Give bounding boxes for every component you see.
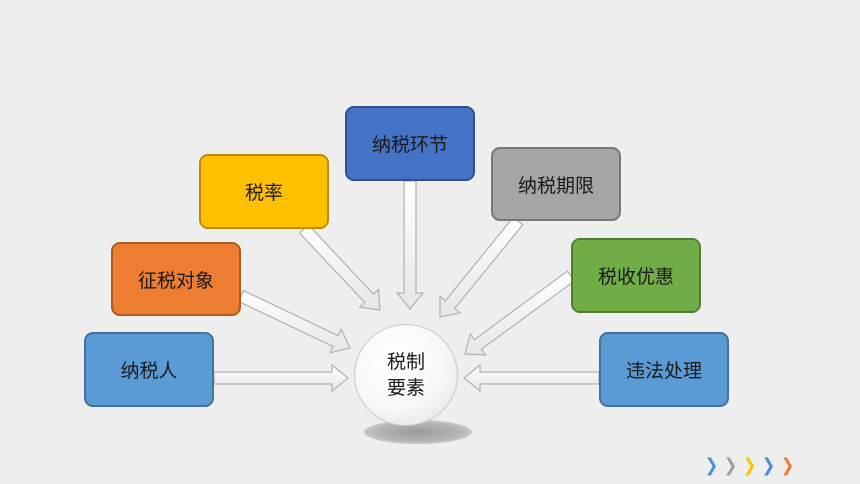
chevron-right-icon[interactable]: ❯ — [762, 455, 776, 476]
arrow-taxpayer — [213, 363, 349, 393]
arrow-tax-rate — [298, 224, 381, 311]
node-tax-deadline: 纳税期限 — [491, 147, 621, 221]
node-tax-object: 征税对象 — [111, 242, 241, 316]
node-tax-stage-label: 纳税环节 — [371, 134, 448, 156]
chevron-right-icon[interactable]: ❯ — [742, 455, 757, 476]
node-tax-stage: 纳税环节 — [345, 106, 475, 181]
node-tax-rate: 税率 — [199, 154, 329, 229]
node-tax-preference: 税收优惠 — [571, 238, 701, 313]
node-violation-handling: 违法处理 — [599, 332, 729, 407]
arrow-preference — [464, 270, 576, 356]
center-label-line1: 税制 — [386, 351, 425, 373]
node-taxpayer-label: 纳税人 — [120, 360, 178, 382]
arrow-tax-object — [237, 289, 351, 354]
arrow-violation — [463, 363, 600, 393]
arrow-deadline — [439, 216, 524, 318]
node-tax-rate-label: 税率 — [244, 182, 283, 204]
node-tax-deadline-label: 纳税期限 — [517, 174, 594, 197]
node-violation-handling-label: 违法处理 — [625, 360, 702, 382]
arrow-tax-stage — [395, 180, 425, 310]
center-node-tax-elements: 税制 要素 — [354, 324, 458, 426]
slide-nav-arrows: ❯ ❯ ❯ ❯ ❯ — [704, 455, 795, 476]
node-tax-preference-label: 税收优惠 — [597, 266, 674, 288]
center-label-line2: 要素 — [386, 377, 425, 399]
chevron-right-icon[interactable]: ❯ — [781, 455, 795, 476]
node-tax-object-label: 征税对象 — [137, 269, 214, 292]
chevron-right-icon[interactable]: ❯ — [704, 455, 719, 476]
chevron-right-icon[interactable]: ❯ — [723, 455, 738, 476]
node-taxpayer: 纳税人 — [84, 332, 214, 407]
